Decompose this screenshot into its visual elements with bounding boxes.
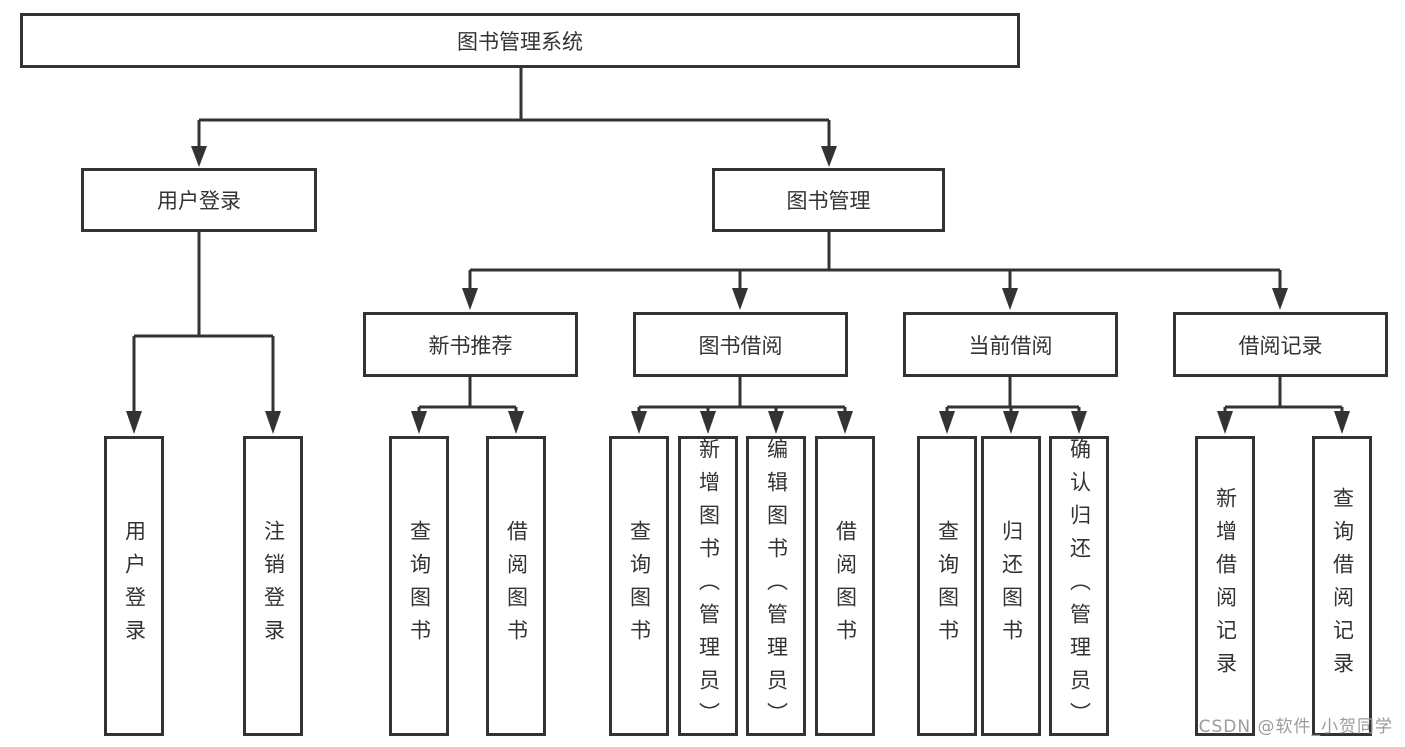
arrowhead-icon bbox=[1217, 411, 1233, 434]
leaf-label: 新增图书（管理员） bbox=[696, 437, 721, 735]
node-label: 图书管理系统 bbox=[457, 29, 583, 54]
node-book-management: 图书管理 bbox=[712, 168, 945, 232]
leaf-logout: 注销登录 bbox=[243, 436, 303, 736]
leaf-label: 编辑图书（管理员） bbox=[764, 437, 789, 735]
arrowhead-icon bbox=[1003, 411, 1019, 434]
arrowhead-icon bbox=[700, 411, 716, 434]
arrowhead-icon bbox=[191, 146, 207, 167]
arrowhead-icon bbox=[1071, 411, 1087, 434]
leaf-add-books-admin: 新增图书（管理员） bbox=[678, 436, 738, 736]
arrowhead-icon bbox=[508, 411, 524, 434]
arrowhead-icon bbox=[939, 411, 955, 434]
leaf-label: 新增借阅记录 bbox=[1213, 487, 1238, 685]
leaf-confirm-return-admin: 确认归还（管理员） bbox=[1049, 436, 1109, 736]
arrowhead-icon bbox=[631, 411, 647, 434]
arrowhead-icon bbox=[1334, 411, 1350, 434]
arrowhead-icon bbox=[126, 411, 142, 434]
arrowhead-icon bbox=[265, 411, 281, 434]
node-label: 新书推荐 bbox=[428, 333, 513, 358]
leaf-query-books-recommend: 查询图书 bbox=[389, 436, 449, 736]
node-label: 用户登录 bbox=[157, 189, 241, 213]
arrowhead-icon bbox=[732, 288, 748, 310]
arrowheads bbox=[126, 146, 1350, 434]
node-book-borrow: 图书借阅 bbox=[633, 312, 848, 377]
node-label: 借阅记录 bbox=[1238, 333, 1323, 358]
leaf-label: 用户登录 bbox=[122, 520, 147, 652]
leaf-label: 查询图书 bbox=[627, 520, 652, 652]
leaf-query-books-current: 查询图书 bbox=[917, 436, 977, 736]
node-label: 图书管理 bbox=[786, 189, 871, 213]
leaf-return-books: 归还图书 bbox=[981, 436, 1041, 736]
node-label: 当前借阅 bbox=[968, 333, 1053, 358]
csdn-watermark: CSDN @软件_小贺同学 bbox=[1198, 717, 1393, 737]
arrowhead-icon bbox=[462, 288, 478, 310]
leaf-label: 借阅图书 bbox=[833, 520, 858, 652]
node-label: 图书借阅 bbox=[698, 333, 783, 358]
node-library-management-system: 图书管理系统 bbox=[20, 13, 1020, 68]
leaf-label: 确认归还（管理员） bbox=[1067, 437, 1092, 735]
leaf-label: 归还图书 bbox=[999, 520, 1024, 652]
leaf-label: 注销登录 bbox=[261, 520, 286, 652]
arrowhead-icon bbox=[1272, 288, 1288, 310]
leaf-label: 查询借阅记录 bbox=[1330, 487, 1355, 685]
leaf-add-borrow-record: 新增借阅记录 bbox=[1195, 436, 1255, 736]
node-borrow-records: 借阅记录 bbox=[1173, 312, 1388, 377]
leaf-query-books-borrow: 查询图书 bbox=[609, 436, 669, 736]
leaf-user-login: 用户登录 bbox=[104, 436, 164, 736]
leaf-label: 借阅图书 bbox=[504, 520, 529, 652]
leaf-borrow-books-recommend: 借阅图书 bbox=[486, 436, 546, 736]
arrowhead-icon bbox=[837, 411, 853, 434]
arrowhead-icon bbox=[411, 411, 427, 434]
leaf-edit-books-admin: 编辑图书（管理员） bbox=[746, 436, 806, 736]
leaf-borrow-books: 借阅图书 bbox=[815, 436, 875, 736]
arrowhead-icon bbox=[821, 146, 837, 167]
node-current-borrow: 当前借阅 bbox=[903, 312, 1118, 377]
leaf-label: 查询图书 bbox=[935, 520, 960, 652]
leaf-query-borrow-record: 查询借阅记录 bbox=[1312, 436, 1372, 736]
arrowhead-icon bbox=[1002, 288, 1018, 310]
arrowhead-icon bbox=[768, 411, 784, 434]
node-user-login: 用户登录 bbox=[81, 168, 317, 232]
node-new-book-recommend: 新书推荐 bbox=[363, 312, 578, 377]
leaf-label: 查询图书 bbox=[407, 520, 432, 652]
